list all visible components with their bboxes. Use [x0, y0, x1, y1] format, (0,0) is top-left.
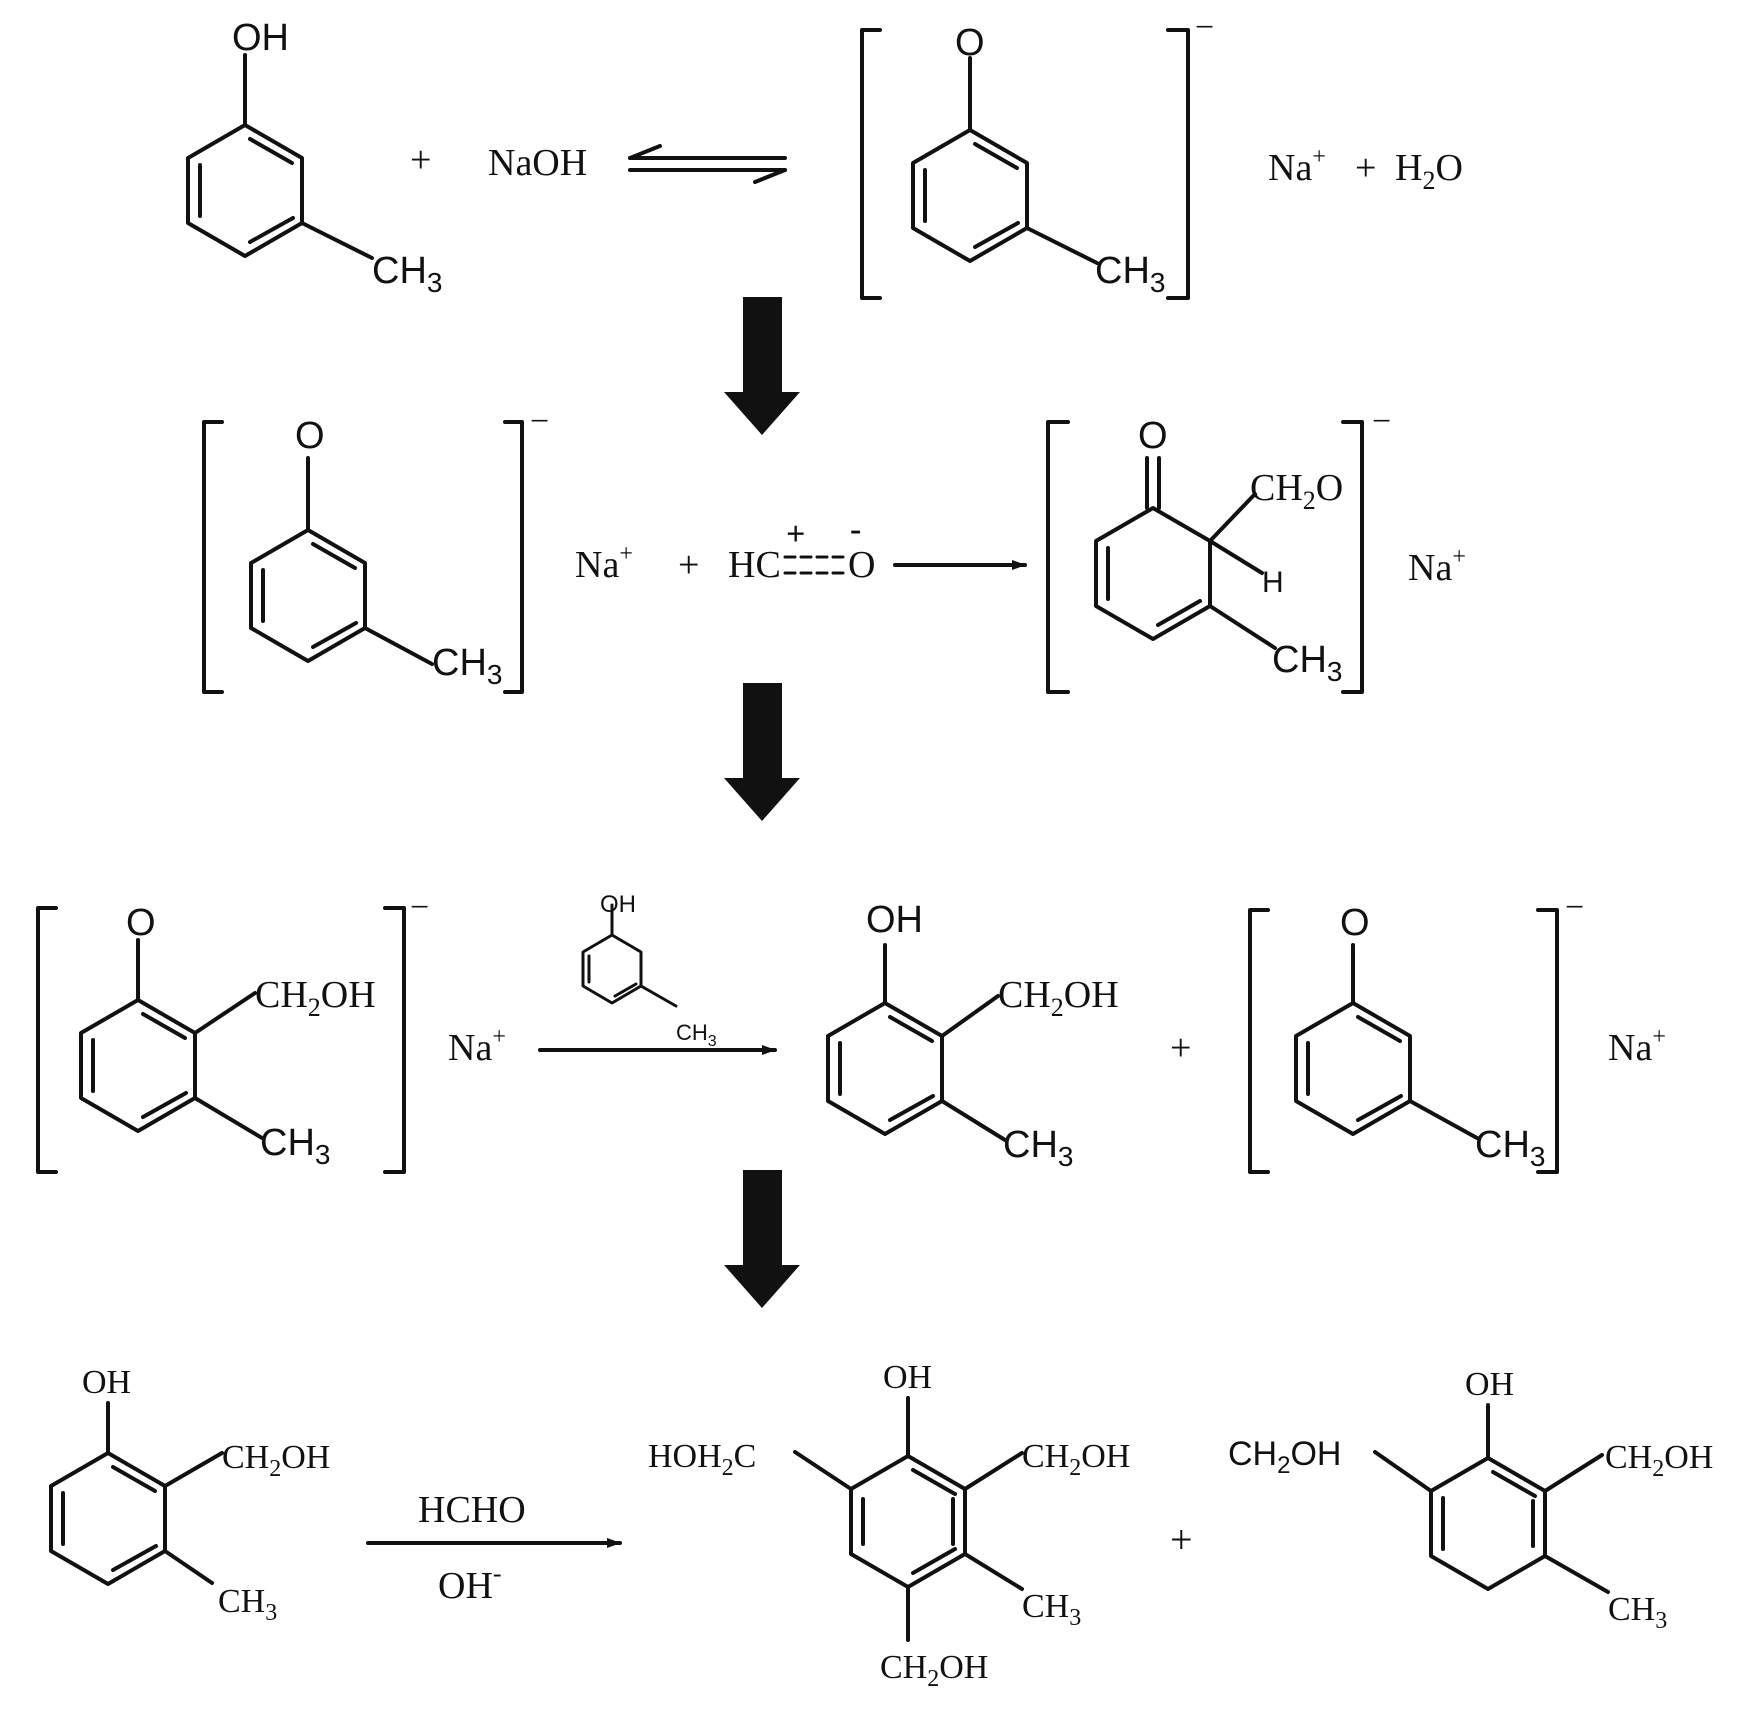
svg-text:CH3: CH3 — [1003, 1124, 1073, 1172]
dienone-intermediate — [1046, 420, 1364, 694]
dihydroxymethyl-cresol — [1373, 1403, 1610, 1594]
svg-text:O: O — [1138, 415, 1168, 457]
svg-text:HOH2C: HOH2C — [648, 1438, 756, 1481]
svg-text:O: O — [1340, 902, 1370, 944]
svg-text:CH3: CH3 — [1608, 1591, 1667, 1634]
svg-text:−: − — [530, 403, 549, 440]
svg-text:CH2OH: CH2OH — [1022, 1438, 1130, 1481]
formaldehyde-resonance — [783, 555, 847, 575]
svg-text:+: + — [786, 516, 805, 553]
svg-text:CH2OH: CH2OH — [880, 1649, 988, 1692]
svg-text:OH: OH — [883, 1359, 932, 1396]
hydroxymethyl-cresol-start — [49, 1401, 224, 1586]
svg-text:CH3: CH3 — [1475, 1124, 1545, 1172]
svg-text:Na+: Na+ — [448, 1024, 506, 1069]
svg-text:+: + — [1170, 1517, 1193, 1562]
svg-text:CH3: CH3 — [1272, 639, 1342, 687]
svg-text:CH2OH: CH2OH — [255, 974, 376, 1022]
svg-text:O: O — [295, 415, 325, 457]
down-arrow-1 — [724, 297, 800, 435]
svg-text:CH3: CH3 — [1022, 1588, 1081, 1631]
svg-text:CH3: CH3 — [676, 1020, 717, 1050]
svg-text:+: + — [1355, 147, 1376, 189]
svg-text:Na+: Na+ — [1608, 1024, 1666, 1069]
svg-text:OH: OH — [866, 899, 923, 941]
step-arrows — [724, 297, 800, 1308]
row1-labels: OH CH3 + NaOH O CH3 − Na+ + H2O — [232, 9, 1463, 298]
svg-text:CH2OH: CH2OH — [998, 974, 1119, 1022]
hydroxymethyl-cresolate — [36, 906, 406, 1174]
svg-text:OH: OH — [82, 1364, 131, 1401]
svg-text:−: − — [1195, 9, 1214, 46]
cresolate-anion-2 — [202, 420, 524, 694]
svg-text:+: + — [1170, 1027, 1191, 1069]
svg-text:HC: HC — [728, 544, 781, 586]
svg-text:O: O — [848, 544, 875, 586]
reagent-hcho: HCHO — [418, 1489, 526, 1531]
svg-text:+: + — [678, 544, 699, 586]
svg-text:O: O — [955, 22, 985, 64]
svg-text:-: - — [850, 511, 861, 548]
svg-text:−: − — [1372, 403, 1391, 440]
svg-text:OH: OH — [232, 17, 289, 59]
reagent-hydroxide: OH- — [438, 1559, 502, 1607]
small-m-cresol-reagent — [581, 903, 678, 1008]
svg-text:H2O: H2O — [1395, 147, 1463, 195]
row3-labels: O CH2OH CH3 − Na+ OH CH3 OH CH2OH CH3 + … — [126, 889, 1666, 1172]
svg-text:−: − — [1565, 889, 1584, 926]
svg-text:CH3: CH3 — [1095, 250, 1165, 298]
trihydroxymethyl-cresol — [793, 1396, 1024, 1642]
svg-text:CH2O: CH2O — [1250, 467, 1343, 515]
svg-text:H: H — [1262, 566, 1284, 599]
down-arrow-3 — [724, 1170, 800, 1308]
row2-labels: O CH3 − Na+ + HC + O - O CH2O H CH3 − Na… — [295, 403, 1466, 690]
svg-text:OH: OH — [600, 891, 636, 918]
svg-text:CH3: CH3 — [218, 1583, 277, 1626]
svg-text:Na+: Na+ — [575, 541, 633, 586]
row4-labels: OH CH2OH CH3 HCHO OH- OH HOH2C CH2OH CH3… — [82, 1359, 1713, 1692]
svg-text:CH2OH: CH2OH — [1228, 1435, 1341, 1479]
cresolate-anion-1 — [860, 28, 1190, 300]
svg-text:CH3: CH3 — [372, 250, 442, 298]
svg-text:O: O — [126, 902, 156, 944]
m-cresol-reactant — [186, 53, 374, 260]
svg-text:+: + — [410, 139, 431, 181]
svg-text:OH: OH — [1465, 1366, 1514, 1403]
svg-text:−: − — [410, 889, 429, 926]
cresolate-anion-3 — [1248, 908, 1559, 1174]
svg-text:CH3: CH3 — [260, 1122, 330, 1170]
svg-text:CH2OH: CH2OH — [222, 1439, 330, 1482]
svg-text:CH3: CH3 — [432, 642, 502, 690]
down-arrow-2 — [724, 683, 800, 821]
hydroxymethyl-cresol — [826, 943, 1007, 1142]
equilibrium-arrow — [628, 144, 787, 184]
svg-text:Na+: Na+ — [1408, 544, 1466, 589]
svg-text:Na+: Na+ — [1268, 144, 1326, 189]
svg-text:NaOH: NaOH — [488, 142, 587, 184]
svg-text:CH2OH: CH2OH — [1605, 1439, 1713, 1482]
